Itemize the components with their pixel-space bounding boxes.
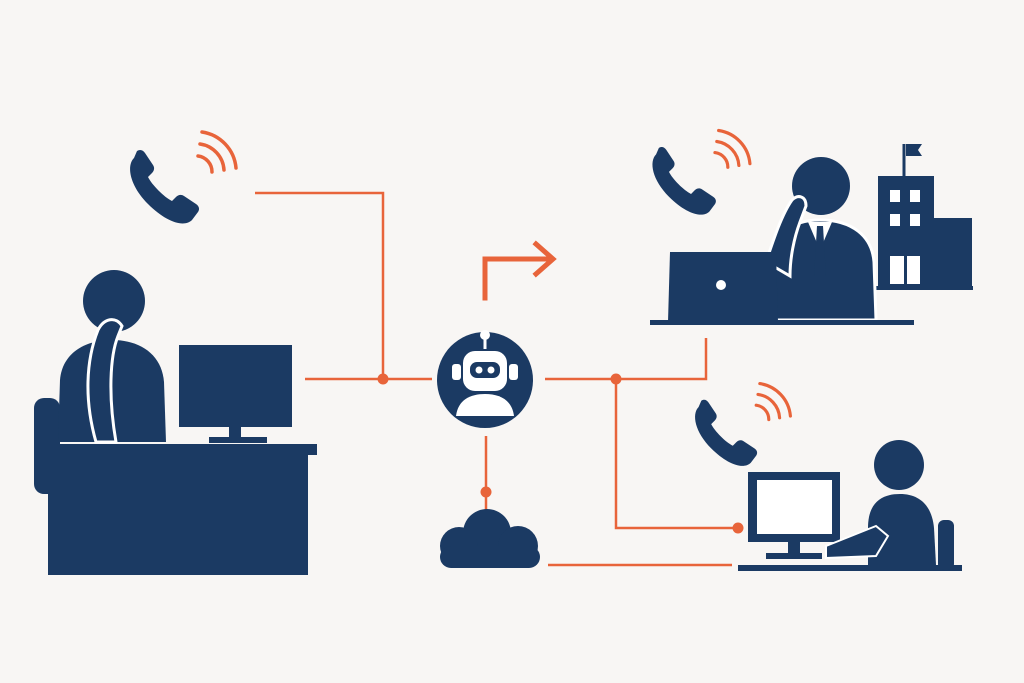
connection-lines [255,191,738,567]
ringing-phone-icon [652,128,752,215]
junction-dots [377,373,744,534]
businessman-with-laptop-and-building-icon [650,144,973,325]
connector-router-to-office [545,338,708,381]
connector-phone-to-router [255,191,385,379]
junction-dot [610,373,622,385]
ringing-phone-icon [130,130,238,224]
junction-dot [732,522,744,534]
redirect-arrow-icon [482,240,557,301]
ringing-phone-icon [695,382,792,466]
junction-dot [377,373,389,385]
person-on-phone-at-desk-icon [34,270,317,575]
person-at-computer-icon [738,440,962,571]
robot-icon [437,330,533,428]
cloud-icon [440,509,540,568]
junction-dot [480,486,492,498]
connector-router-to-remote [614,379,738,530]
